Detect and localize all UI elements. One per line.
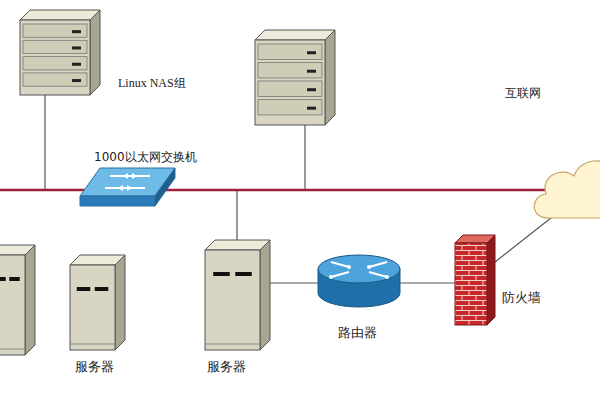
tower-server-icon [0,245,35,355]
network-cable [197,190,237,240]
node-label: 服务器 [207,359,246,375]
server-node: 服务器 [205,240,270,375]
network-label: 互联网 [505,86,541,100]
firewall-node: 防火墙 [455,235,541,325]
network-cable [400,282,455,283]
server-node: Linux NAS组 [20,10,186,95]
internet-link [495,214,556,262]
node-label: 服务器 [75,359,114,375]
node-label: 1000以太网交换机 [94,150,197,164]
node-label: Linux NAS组 [118,76,186,90]
router-node: 路由器 [318,255,400,341]
network-cable [270,282,318,283]
tower-server-icon [205,240,270,350]
server-node: 服务器 [70,255,125,375]
node-label: 防火墙 [502,290,541,306]
rack-server-icon [20,10,100,95]
switch-icon [80,168,175,206]
network-cable [45,95,80,190]
bus-drop-line [304,124,305,190]
node-label: 路由器 [338,325,377,341]
ethernet-bus [0,189,550,192]
internet-cloud [534,161,600,218]
router-icon [318,255,400,307]
rack-server-icon [255,30,335,125]
firewall-icon [455,235,495,325]
switch-node: 1000以太网交换机 [80,150,197,206]
tower-server-icon [70,255,125,350]
